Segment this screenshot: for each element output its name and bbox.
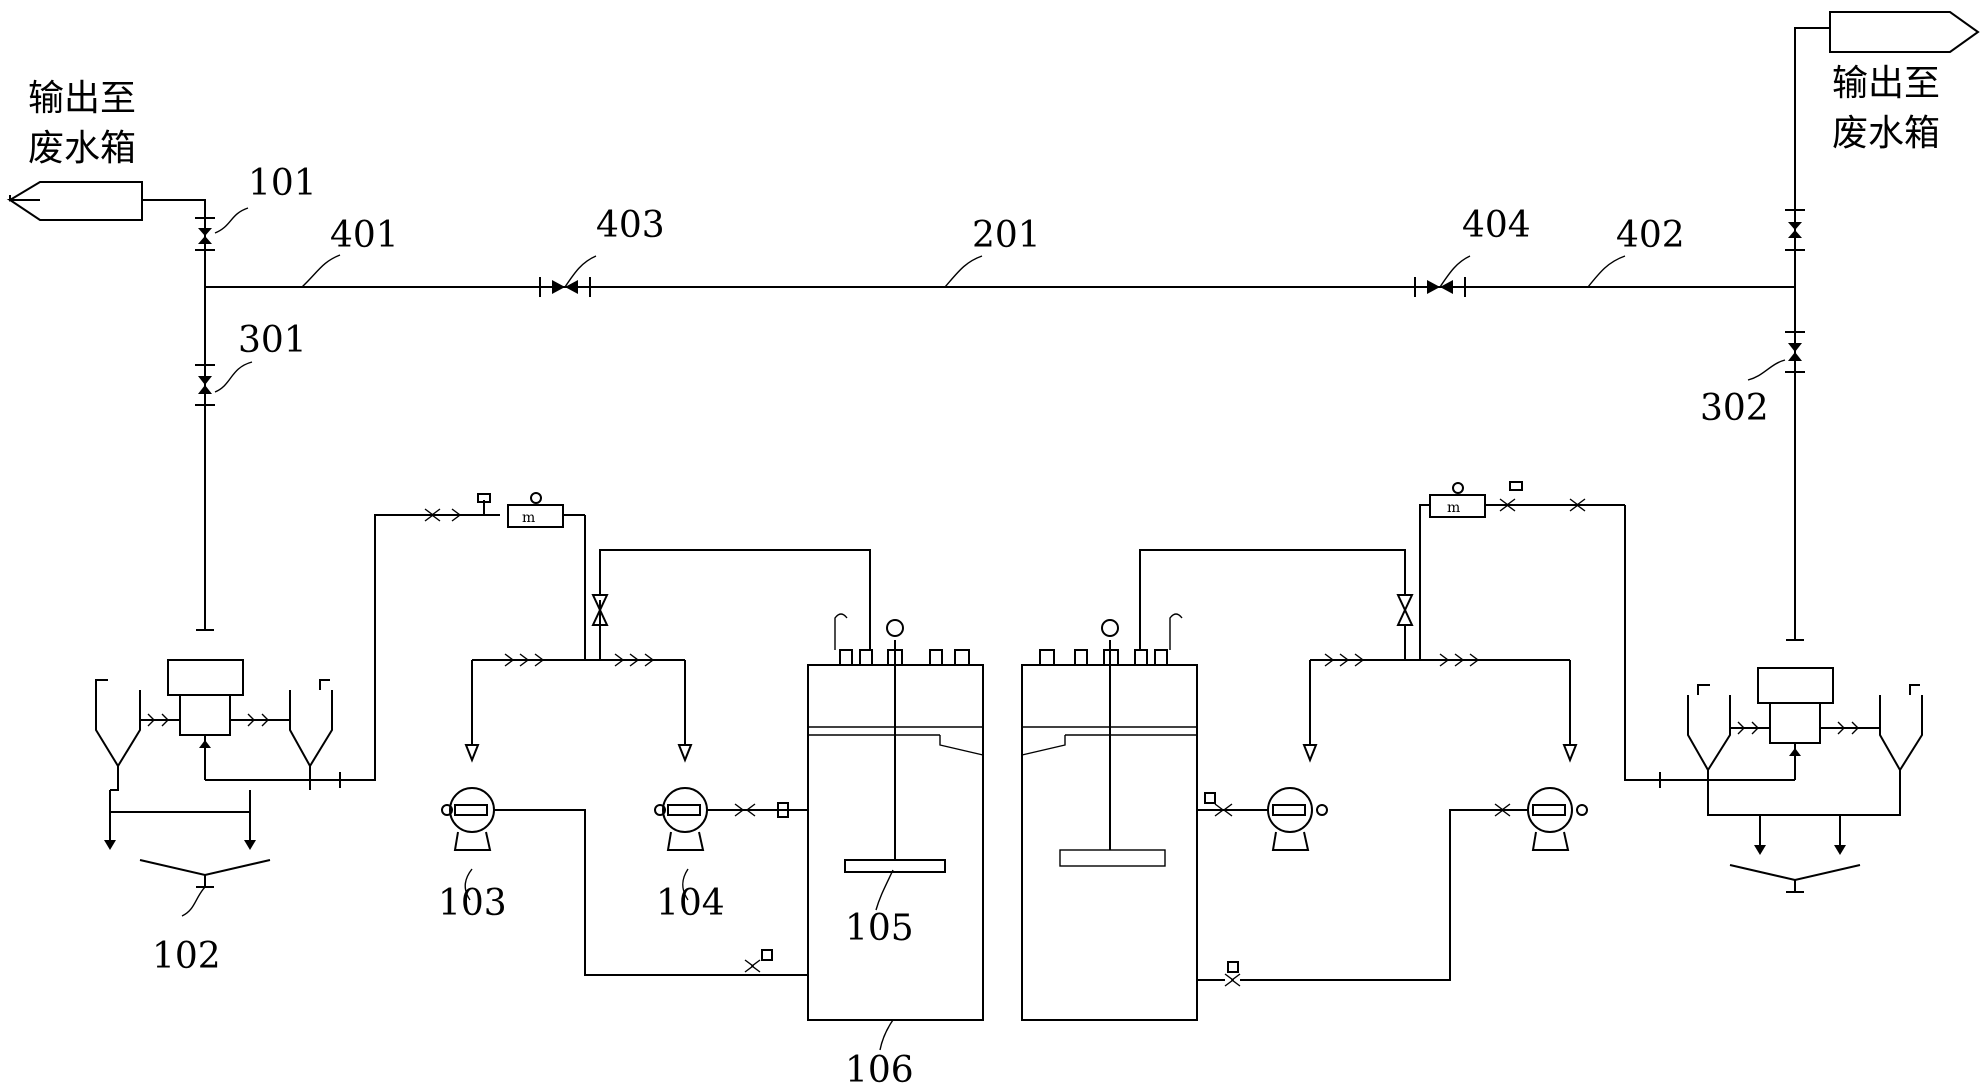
leader-lines (181, 207, 1786, 1051)
right-outlet-line1: 输出至 (1832, 63, 1940, 104)
right-outlet-arrow (1829, 11, 1980, 53)
left-separator-unit (95, 514, 415, 888)
label-201: 201 (972, 215, 1041, 256)
left-outlet-line2: 废水箱 (28, 128, 136, 169)
pipe-left-outlet (142, 199, 206, 218)
label-403: 403 (596, 205, 665, 246)
right-separator-unit (1687, 639, 1923, 893)
main-valves (195, 209, 1805, 406)
left-tank (807, 613, 984, 1021)
valve-101 (195, 217, 215, 251)
label-302: 302 (1700, 388, 1769, 429)
label-402: 402 (1616, 215, 1685, 256)
label-105: 105 (845, 908, 914, 949)
label-106: 106 (845, 1050, 914, 1091)
valve-302 (1785, 331, 1805, 373)
left-pumps (441, 549, 871, 976)
valve-301 (195, 364, 215, 406)
label-101: 101 (248, 163, 317, 204)
left-outlet-arrow (6, 181, 143, 221)
left-outlet: 输出至 废水箱 (6, 78, 143, 221)
label-102: 102 (152, 936, 221, 977)
right-outlet: 输出至 废水箱 (1829, 11, 1980, 154)
pipe-right-outlet (1794, 27, 1830, 210)
valve-right-upper (1785, 209, 1805, 251)
svg-text:m: m (1447, 500, 1460, 516)
number-labels: 101 301 401 403 201 404 402 302 102 103 … (152, 163, 1769, 1091)
label-104: 104 (656, 883, 725, 924)
right-outlet-line2: 废水箱 (1832, 113, 1940, 154)
right-pumps (1139, 549, 1588, 987)
label-103: 103 (438, 883, 507, 924)
main-pipes (142, 27, 1830, 640)
left-outlet-line1: 输出至 (28, 78, 136, 119)
left-instrument-line: m (415, 492, 586, 660)
right-tank (1021, 613, 1198, 1021)
label-301: 301 (238, 320, 307, 361)
svg-text:m: m (522, 510, 535, 526)
right-instrument-line: m (1419, 481, 1690, 788)
label-401: 401 (330, 215, 399, 256)
label-404: 404 (1462, 205, 1531, 246)
